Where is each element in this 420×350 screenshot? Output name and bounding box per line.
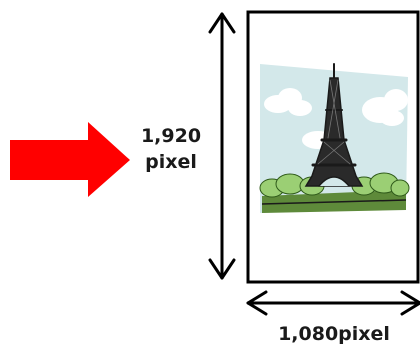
height-label: 1,920 pixel	[133, 123, 209, 175]
width-label: 1,080pixel	[278, 323, 390, 345]
picture-bushes	[259, 172, 410, 198]
picture-baseline	[261, 199, 407, 205]
eiffel-tower-picture	[259, 63, 410, 213]
right-arrow-icon	[10, 122, 130, 197]
picture-clouds	[264, 88, 408, 149]
height-double-arrow	[208, 12, 236, 280]
height-value: 1,920	[140, 125, 202, 147]
eiffel-tower	[304, 63, 364, 187]
height-unit: pixel	[145, 151, 197, 173]
width-double-arrow	[246, 290, 420, 316]
